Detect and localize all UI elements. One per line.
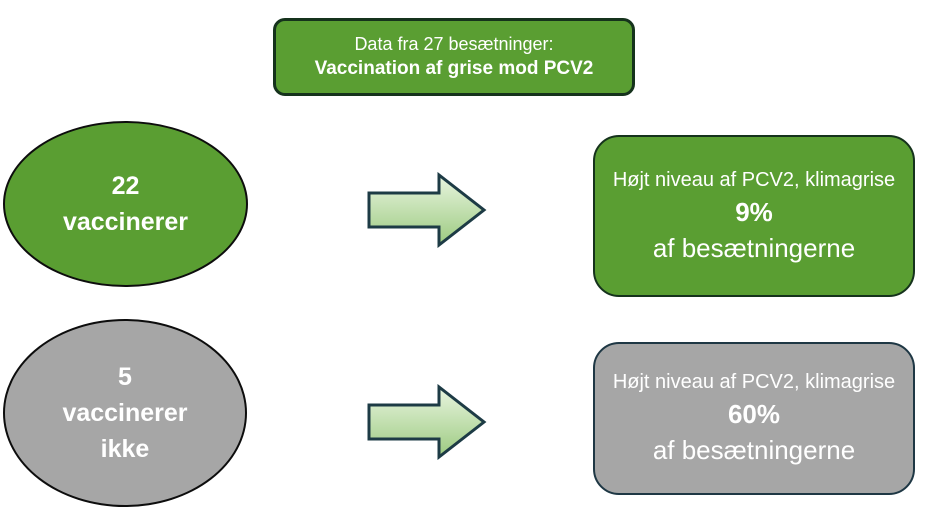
vaccinated-count: 22: [111, 171, 140, 200]
right-arrow-icon: [367, 172, 487, 248]
vaccinated-ellipse: 22 vaccinerer: [3, 121, 248, 287]
not-vaccinated-result-value: 60%: [727, 399, 781, 429]
vaccinated-result-value: 9%: [735, 196, 773, 227]
vaccinated-label: vaccinerer: [62, 208, 189, 236]
not-vaccinated-result-box: Højt niveau af PCV2, klimagrise 60% af b…: [593, 342, 915, 495]
vaccinated-result-box: Højt niveau af PCV2, klimagrise 9% af be…: [593, 135, 915, 297]
not-vaccinated-ellipse: 5 vaccinerer ikke: [3, 319, 247, 507]
title-box: Data fra 27 besætninger: Vaccination af …: [273, 18, 635, 96]
vaccinated-result-line-2: af besætningerne: [652, 232, 856, 263]
not-vaccinated-label-1: vaccinerer: [62, 398, 188, 427]
not-vaccinated-count: 5: [118, 362, 132, 391]
not-vaccinated-result-line-2: af besætningerne: [652, 435, 856, 465]
title-line-2: Vaccination af grise mod PCV2: [314, 58, 594, 79]
title-line-1: Data fra 27 besætninger:: [354, 34, 554, 54]
vaccinated-result-line-1: Højt niveau af PCV2, klimagrise: [612, 168, 896, 191]
not-vaccinated-result-line-1: Højt niveau af PCV2, klimagrise: [612, 371, 896, 393]
not-vaccinated-label-2: ikke: [100, 435, 150, 464]
right-arrow-icon: [367, 384, 487, 460]
